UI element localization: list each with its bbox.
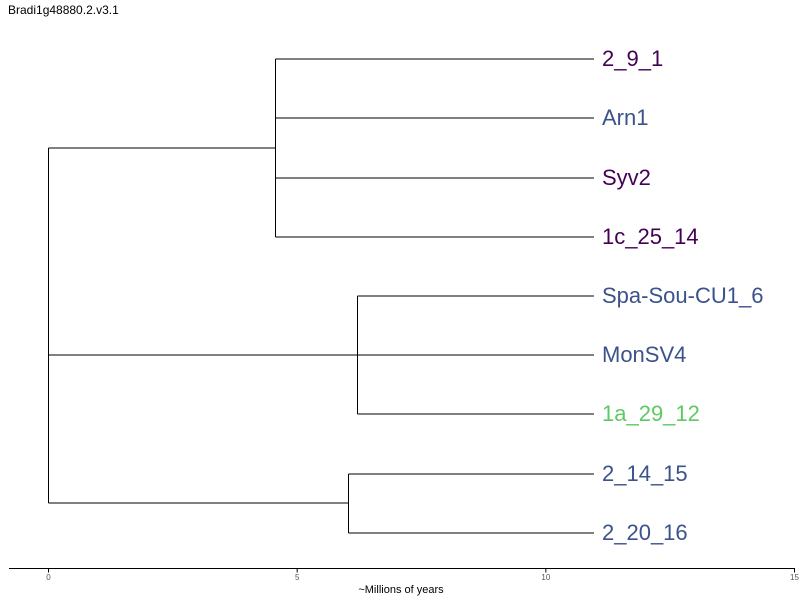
axis-tick-label: 10 (541, 573, 550, 582)
gene-title: Bradi1g48880.2.v3.1 (8, 3, 119, 17)
tip-label: 2_14_15 (602, 461, 688, 486)
axis-title: ~Millions of years (358, 584, 444, 596)
tip-label: 2_9_1 (602, 46, 663, 71)
axis-ticks: 0 5 10 15 (46, 568, 799, 582)
axis-tick-label: 15 (790, 573, 799, 582)
axis-tick-label: 5 (295, 573, 300, 582)
tip-label: 2_20_16 (602, 520, 688, 545)
tip-label: Arn1 (602, 105, 648, 130)
tip-label: Spa-Sou-CU1_6 (602, 283, 763, 308)
tip-label: 1c_25_14 (602, 224, 699, 249)
tip-label: 1a_29_12 (602, 401, 700, 426)
tip-label: MonSV4 (602, 342, 686, 367)
time-axis: 0 5 10 15 ~Millions of years (9, 568, 799, 596)
tip-label: Syv2 (602, 165, 651, 190)
tip-labels: 2_9_1 Arn1 Syv2 1c_25_14 Spa-Sou-CU1_6 M… (602, 46, 763, 545)
tree-branches (48, 58, 594, 534)
axis-tick-label: 0 (46, 573, 51, 582)
